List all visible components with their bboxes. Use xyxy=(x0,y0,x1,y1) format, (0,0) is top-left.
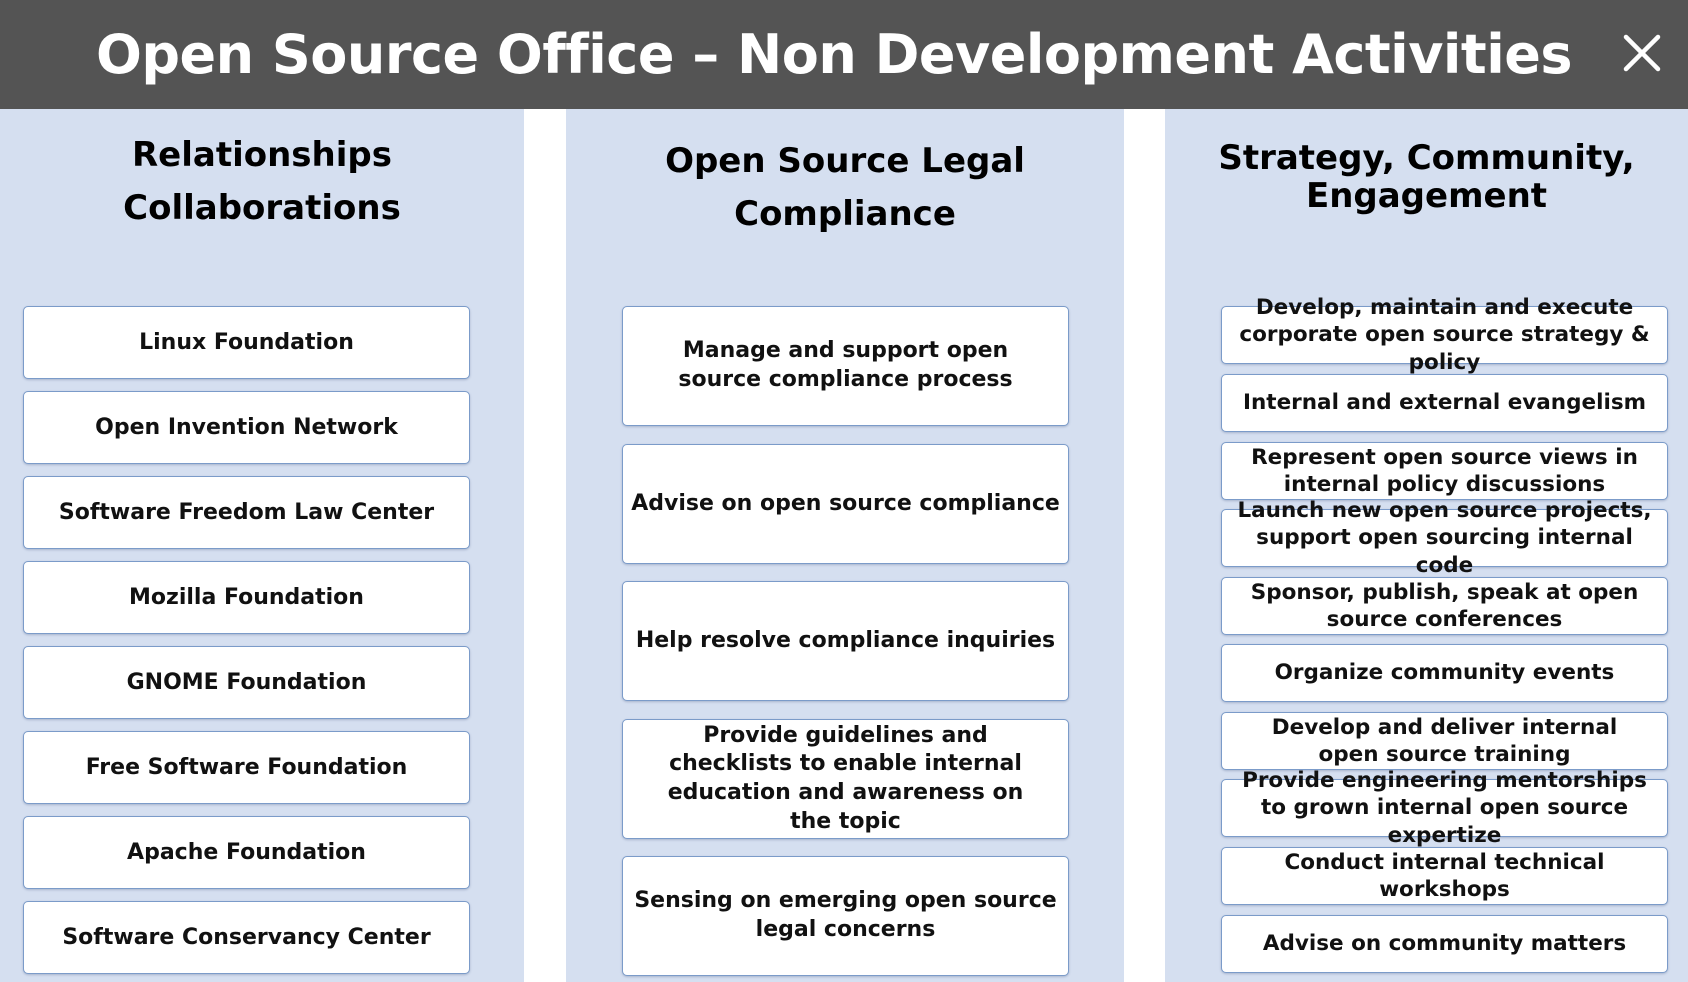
column-heading: Open Source Legal Compliance xyxy=(566,135,1124,241)
list-item[interactable]: Mozilla Foundation xyxy=(23,561,470,634)
list-item[interactable]: Provide engineering mentorships to grown… xyxy=(1221,768,1668,848)
column-heading: Relationships Collaborations xyxy=(0,129,524,235)
column-heading-line: Engagement xyxy=(1305,176,1548,216)
list-item[interactable]: Provide guidelines and checklists to ena… xyxy=(622,719,1069,839)
list-item[interactable]: Software Freedom Law Center xyxy=(23,476,470,549)
column-legal-compliance: Open Source Legal Compliance Manage and … xyxy=(566,109,1124,982)
column-heading-line: Open Source Legal xyxy=(665,141,1025,181)
list-item[interactable]: Open Invention Network xyxy=(23,391,470,464)
list-item[interactable]: Advise on community matters xyxy=(1221,915,1668,973)
title-bar: Open Source Office – Non Development Act… xyxy=(0,0,1688,109)
column-heading-line: Relationships xyxy=(132,135,392,175)
column-heading-line: Compliance xyxy=(734,194,956,234)
list-item[interactable]: Conduct internal technical workshops xyxy=(1221,847,1668,905)
column-relationships: Relationships Collaborations Linux Found… xyxy=(0,109,524,982)
list-item[interactable]: Launch new open source projects, support… xyxy=(1221,498,1668,578)
list-item[interactable]: Software Conservancy Center xyxy=(23,901,470,974)
column-heading-line: Collaborations xyxy=(123,188,401,228)
column-heading-line: Strategy, Community, xyxy=(1218,138,1635,178)
list-item[interactable]: GNOME Foundation xyxy=(23,646,470,719)
list-item[interactable]: Free Software Foundation xyxy=(23,731,470,804)
list-item[interactable]: Linux Foundation xyxy=(23,306,470,379)
list-item[interactable]: Develop and deliver internal open source… xyxy=(1221,712,1668,770)
page-title: Open Source Office – Non Development Act… xyxy=(95,23,1573,86)
list-item[interactable]: Develop, maintain and execute corporate … xyxy=(1221,295,1668,375)
list-item[interactable]: Represent open source views in internal … xyxy=(1221,442,1668,500)
list-item[interactable]: Help resolve compliance inquiries xyxy=(622,581,1069,701)
list-item[interactable]: Manage and support open source complianc… xyxy=(622,306,1069,426)
list-item[interactable]: Organize community events xyxy=(1221,644,1668,702)
list-item[interactable]: Apache Foundation xyxy=(23,816,470,889)
list-item[interactable]: Advise on open source compliance xyxy=(622,444,1069,564)
column-strategy-community: Strategy, Community, Engagement Develop,… xyxy=(1165,109,1688,982)
list-item[interactable]: Sponsor, publish, speak at open source c… xyxy=(1221,577,1668,635)
close-icon[interactable] xyxy=(1622,33,1662,73)
list-item[interactable]: Internal and external evangelism xyxy=(1221,374,1668,432)
list-item[interactable]: Sensing on emerging open source legal co… xyxy=(622,856,1069,976)
column-heading: Strategy, Community, Engagement xyxy=(1165,139,1688,215)
